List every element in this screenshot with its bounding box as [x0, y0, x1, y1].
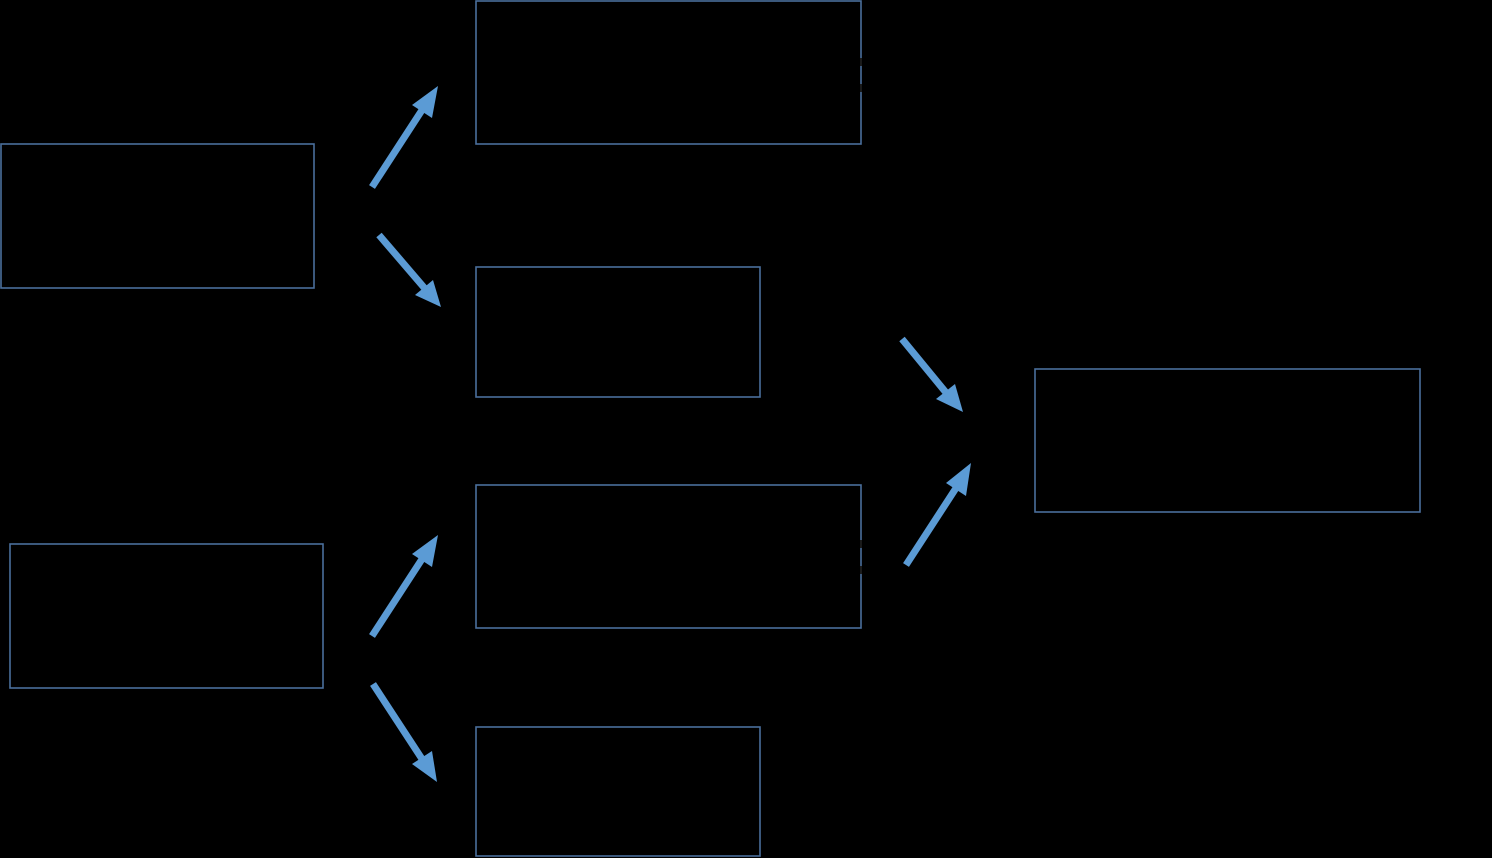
- node-right-box: [1034, 368, 1421, 513]
- node-middle-3: [475, 484, 862, 629]
- arrow-middle-2-to-right: [899, 336, 963, 412]
- node-middle-1: [475, 0, 862, 145]
- arrow-left-bottom-to-middle-4: [370, 682, 437, 782]
- node-middle-3-box: [475, 484, 862, 629]
- arrow-shaft: [899, 336, 951, 398]
- node-left-bottom: [9, 543, 324, 689]
- arrow-middle-3-to-right: [903, 463, 971, 567]
- arrow-shaft: [369, 554, 427, 638]
- node-left-bottom-box: [9, 543, 324, 689]
- arrow-head-icon: [415, 280, 441, 307]
- arrow-left-top-to-middle-1: [369, 86, 438, 189]
- arrow-shaft: [370, 682, 427, 764]
- arrow-shaft: [376, 232, 430, 294]
- node-middle-4: [475, 726, 761, 857]
- node-left-top-box: [0, 143, 315, 289]
- node-middle-1-box: [475, 0, 862, 145]
- arrow-left-top-to-middle-2: [376, 232, 441, 307]
- node-left-top: [0, 143, 315, 289]
- arrow-head-icon: [412, 751, 437, 782]
- arrow-shaft: [369, 105, 427, 189]
- node-middle-4-box: [475, 726, 761, 857]
- arrow-head-icon: [936, 384, 963, 412]
- node-middle-2-box: [475, 266, 761, 398]
- node-middle-2: [475, 266, 761, 398]
- arrow-head-icon: [412, 535, 438, 567]
- arrow-head-icon: [946, 463, 971, 496]
- arrow-shaft: [903, 483, 961, 567]
- node-right: [1034, 368, 1421, 513]
- arrow-head-icon: [412, 86, 438, 118]
- arrow-left-bottom-to-middle-3: [369, 535, 438, 638]
